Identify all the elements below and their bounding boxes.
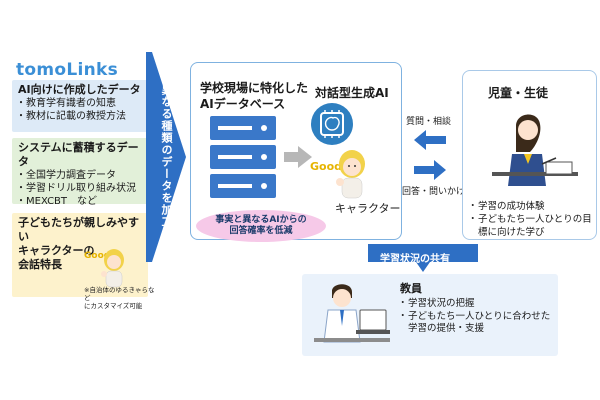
share-arrow — [368, 244, 478, 272]
genai-title: 対話型生成AI — [315, 86, 389, 100]
process-chevron — [146, 52, 186, 262]
ai-brain-icon — [311, 103, 353, 145]
tomolinks-logo: tomoLinks — [16, 60, 119, 80]
answer-label: 回答・問いかけ — [402, 187, 466, 197]
good-badge-small: Good — [84, 251, 110, 261]
character-title-line: キャラクターの — [18, 244, 95, 257]
right-arrow-icon — [284, 146, 312, 168]
teacher-illustration — [314, 284, 390, 343]
student-illustration — [492, 114, 578, 186]
teacher-title: 教員 — [400, 282, 422, 295]
server-icon — [210, 116, 276, 198]
db-title-line: AIデータベース — [200, 97, 286, 111]
accuracy-line: 回答確率を低減 — [229, 226, 293, 236]
character-caption: キャラクター — [335, 202, 401, 215]
good-badge: Good — [310, 160, 342, 173]
character-title-line: 会話特長 — [18, 258, 62, 271]
question-label: 質問・相談 — [406, 117, 452, 127]
character-figure-small: Good — [84, 249, 124, 288]
teacher-point: 子どもたち一人ひとりに合わせた学習の提供・支援 — [398, 311, 556, 336]
ai-data-item: 教育学有識者の知恵 — [16, 97, 142, 110]
system-data-item: 学習ドリル取り組み状況 — [16, 182, 142, 195]
teacher-points: 学習状況の把握 子どもたち一人ひとりに合わせた学習の提供・支援 — [398, 298, 556, 336]
character-title-line: 子どもたちが親しみやすい — [18, 216, 139, 243]
ai-data-title: AI向けに作成したデータ — [18, 83, 141, 96]
teacher-point: 学習状況の把握 — [398, 298, 556, 311]
system-data-item: 全国学力調査データ — [16, 169, 142, 182]
share-label: 学習状況の共有 — [380, 254, 450, 265]
db-title-line: 学校現場に特化した — [200, 81, 309, 95]
system-data-title: システムに蓄積するデータ — [18, 141, 139, 168]
note-line: にカスタマイズ可能 — [84, 302, 143, 310]
ai-data-box: AI向けに作成したデータ 教育学有識者の知恵 教材に記載の教授方法 — [12, 80, 148, 132]
system-data-item: MEXCBT など — [16, 195, 142, 208]
left-arrow-icon — [414, 130, 446, 150]
note-line: ※自治体のゆるきゃらなど — [84, 286, 155, 302]
student-point: 子どもたち一人ひとりの目標に向けた学び — [468, 213, 596, 239]
system-data-box: システムに蓄積するデータ 全国学力調査データ 学習ドリル取り組み状況 MEXCB… — [12, 138, 148, 208]
character-box: 子どもたちが親しみやすい キャラクターの 会話特長 — [12, 213, 148, 297]
accuracy-callout: 事実と異なるAIからの 回答確率を低減 — [196, 210, 326, 242]
accuracy-line: 事実と異なるAIからの — [215, 215, 307, 225]
right-arrow-icon — [414, 160, 446, 180]
ai-data-item: 教材に記載の教授方法 — [16, 110, 142, 123]
db-title: 学校現場に特化した AIデータベース — [200, 80, 308, 112]
student-title: 児童・生徒 — [488, 86, 549, 100]
character-figure: Good — [310, 150, 365, 199]
customization-note: ※自治体のゆるきゃらなど にカスタマイズ可能 — [84, 286, 160, 310]
process-label: 異なる種類のデータを加工 — [160, 84, 173, 228]
student-point: 学習の成功体験 — [468, 200, 596, 213]
student-points: 学習の成功体験 子どもたち一人ひとりの目標に向けた学び — [468, 200, 596, 239]
